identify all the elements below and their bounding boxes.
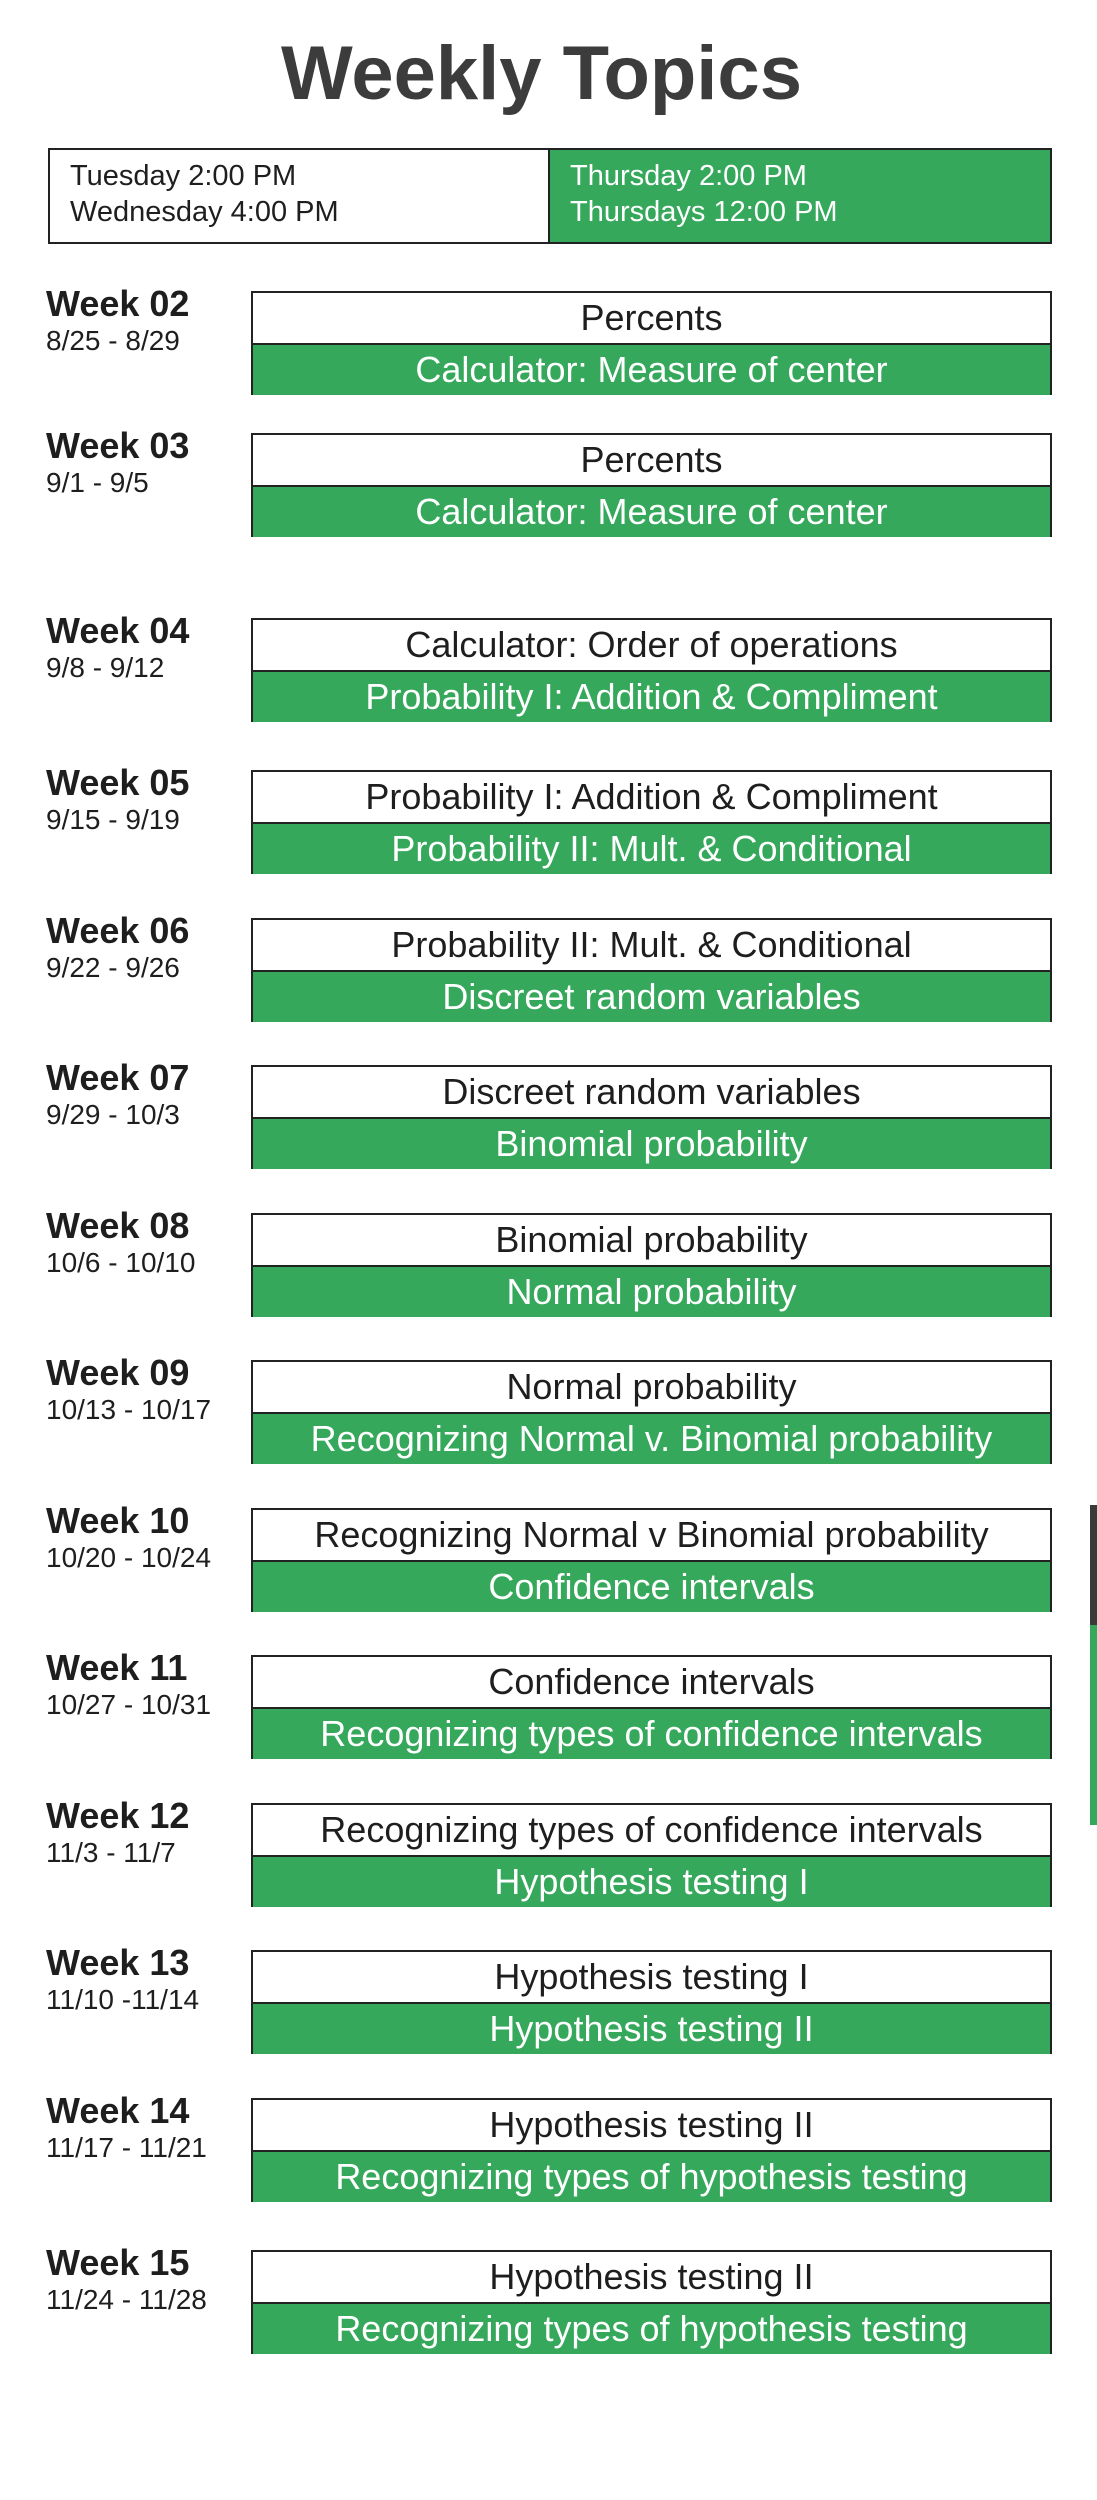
topic-tue-wed: Probability I: Addition & Compliment [253, 772, 1050, 824]
topic-thu: Calculator: Measure of center [253, 487, 1050, 537]
week-dates: 9/22 - 9/26 [46, 952, 180, 983]
week-label: Week 06 [46, 910, 190, 951]
topic-thu: Hypothesis testing I [253, 1857, 1050, 1907]
week-label: Week 11 [46, 1647, 188, 1688]
week-label: Week 08 [46, 1205, 190, 1246]
week-dates: 11/24 - 11/28 [46, 2284, 207, 2315]
week-label: Week 05 [46, 762, 190, 803]
schedule-legend: Tuesday 2:00 PM Wednesday 4:00 PM Thursd… [48, 148, 1052, 244]
topic-tue-wed: Hypothesis testing I [253, 1952, 1050, 2004]
topic-thu: Binomial probability [253, 1119, 1050, 1169]
topic-box: Recognizing types of confidence interval… [251, 1803, 1052, 1907]
week-dates: 10/20 - 10/24 [46, 1542, 212, 1573]
page-title: Weekly Topics [281, 31, 802, 116]
week-dates: 11/10 -11/14 [46, 1984, 200, 2015]
topic-thu: Recognizing Normal v. Binomial probabili… [253, 1414, 1050, 1464]
legend-white-line-1: Tuesday 2:00 PM [70, 160, 297, 192]
legend-white-cell: Tuesday 2:00 PM Wednesday 4:00 PM [50, 150, 550, 242]
topic-tue-wed: Discreet random variables [253, 1067, 1050, 1119]
legend-white-line-2: Wednesday 4:00 PM [70, 196, 339, 228]
topic-thu: Probability I: Addition & Compliment [253, 672, 1050, 722]
topic-thu: Probability II: Mult. & Conditional [253, 824, 1050, 874]
topic-tue-wed: Probability II: Mult. & Conditional [253, 920, 1050, 972]
topic-tue-wed: Recognizing types of confidence interval… [253, 1805, 1050, 1857]
topic-tue-wed: Binomial probability [253, 1215, 1050, 1267]
scrollbar-thumb[interactable] [1090, 1505, 1097, 1625]
topic-tue-wed: Normal probability [253, 1362, 1050, 1414]
topic-tue-wed: Percents [253, 293, 1050, 345]
topic-tue-wed: Recognizing Normal v Binomial probabilit… [253, 1510, 1050, 1562]
topic-tue-wed: Hypothesis testing II [253, 2100, 1050, 2152]
week-label: Week 15 [46, 2242, 190, 2283]
week-label: Week 09 [46, 1352, 190, 1393]
week-dates: 8/25 - 8/29 [46, 325, 180, 356]
week-label: Week 10 [46, 1500, 190, 1541]
week-dates: 11/17 - 11/21 [46, 2132, 207, 2163]
legend-green-cell: Thursday 2:00 PM Thursdays 12:00 PM [550, 150, 1050, 242]
week-label: Week 14 [46, 2090, 190, 2131]
week-dates: 9/8 - 9/12 [46, 652, 165, 683]
week-dates: 10/6 - 10/10 [46, 1247, 196, 1278]
legend-green-line-2: Thursdays 12:00 PM [570, 196, 838, 228]
week-dates: 11/3 - 11/7 [46, 1837, 176, 1868]
topic-tue-wed: Confidence intervals [253, 1657, 1050, 1709]
week-dates: 10/13 - 10/17 [46, 1394, 212, 1425]
week-label: Week 03 [46, 425, 190, 466]
topic-thu: Recognizing types of hypothesis testing [253, 2304, 1050, 2354]
topic-thu: Discreet random variables [253, 972, 1050, 1022]
topic-box: Recognizing Normal v Binomial probabilit… [251, 1508, 1052, 1612]
week-dates: 10/27 - 10/31 [46, 1689, 212, 1720]
week-dates: 9/15 - 9/19 [46, 804, 180, 835]
topic-tue-wed: Hypothesis testing II [253, 2252, 1050, 2304]
scrollbar[interactable] [1090, 1505, 1097, 1825]
legend-green-line-1: Thursday 2:00 PM [570, 160, 807, 192]
week-label: Week 13 [46, 1942, 190, 1983]
week-label: Week 04 [46, 610, 190, 651]
scrollbar-thumb-accent[interactable] [1090, 1625, 1097, 1825]
topic-tue-wed: Calculator: Order of operations [253, 620, 1050, 672]
week-dates: 9/1 - 9/5 [46, 467, 149, 498]
topic-thu: Confidence intervals [253, 1562, 1050, 1612]
topic-thu: Recognizing types of confidence interval… [253, 1709, 1050, 1759]
topic-thu: Hypothesis testing II [253, 2004, 1050, 2054]
week-dates: 9/29 - 10/3 [46, 1099, 180, 1130]
week-label: Week 12 [46, 1795, 190, 1836]
week-label: Week 02 [46, 283, 190, 324]
week-label: Week 07 [46, 1057, 190, 1098]
topic-thu: Calculator: Measure of center [253, 345, 1050, 395]
topic-thu: Recognizing types of hypothesis testing [253, 2152, 1050, 2202]
topic-thu: Normal probability [253, 1267, 1050, 1317]
topic-tue-wed: Percents [253, 435, 1050, 487]
